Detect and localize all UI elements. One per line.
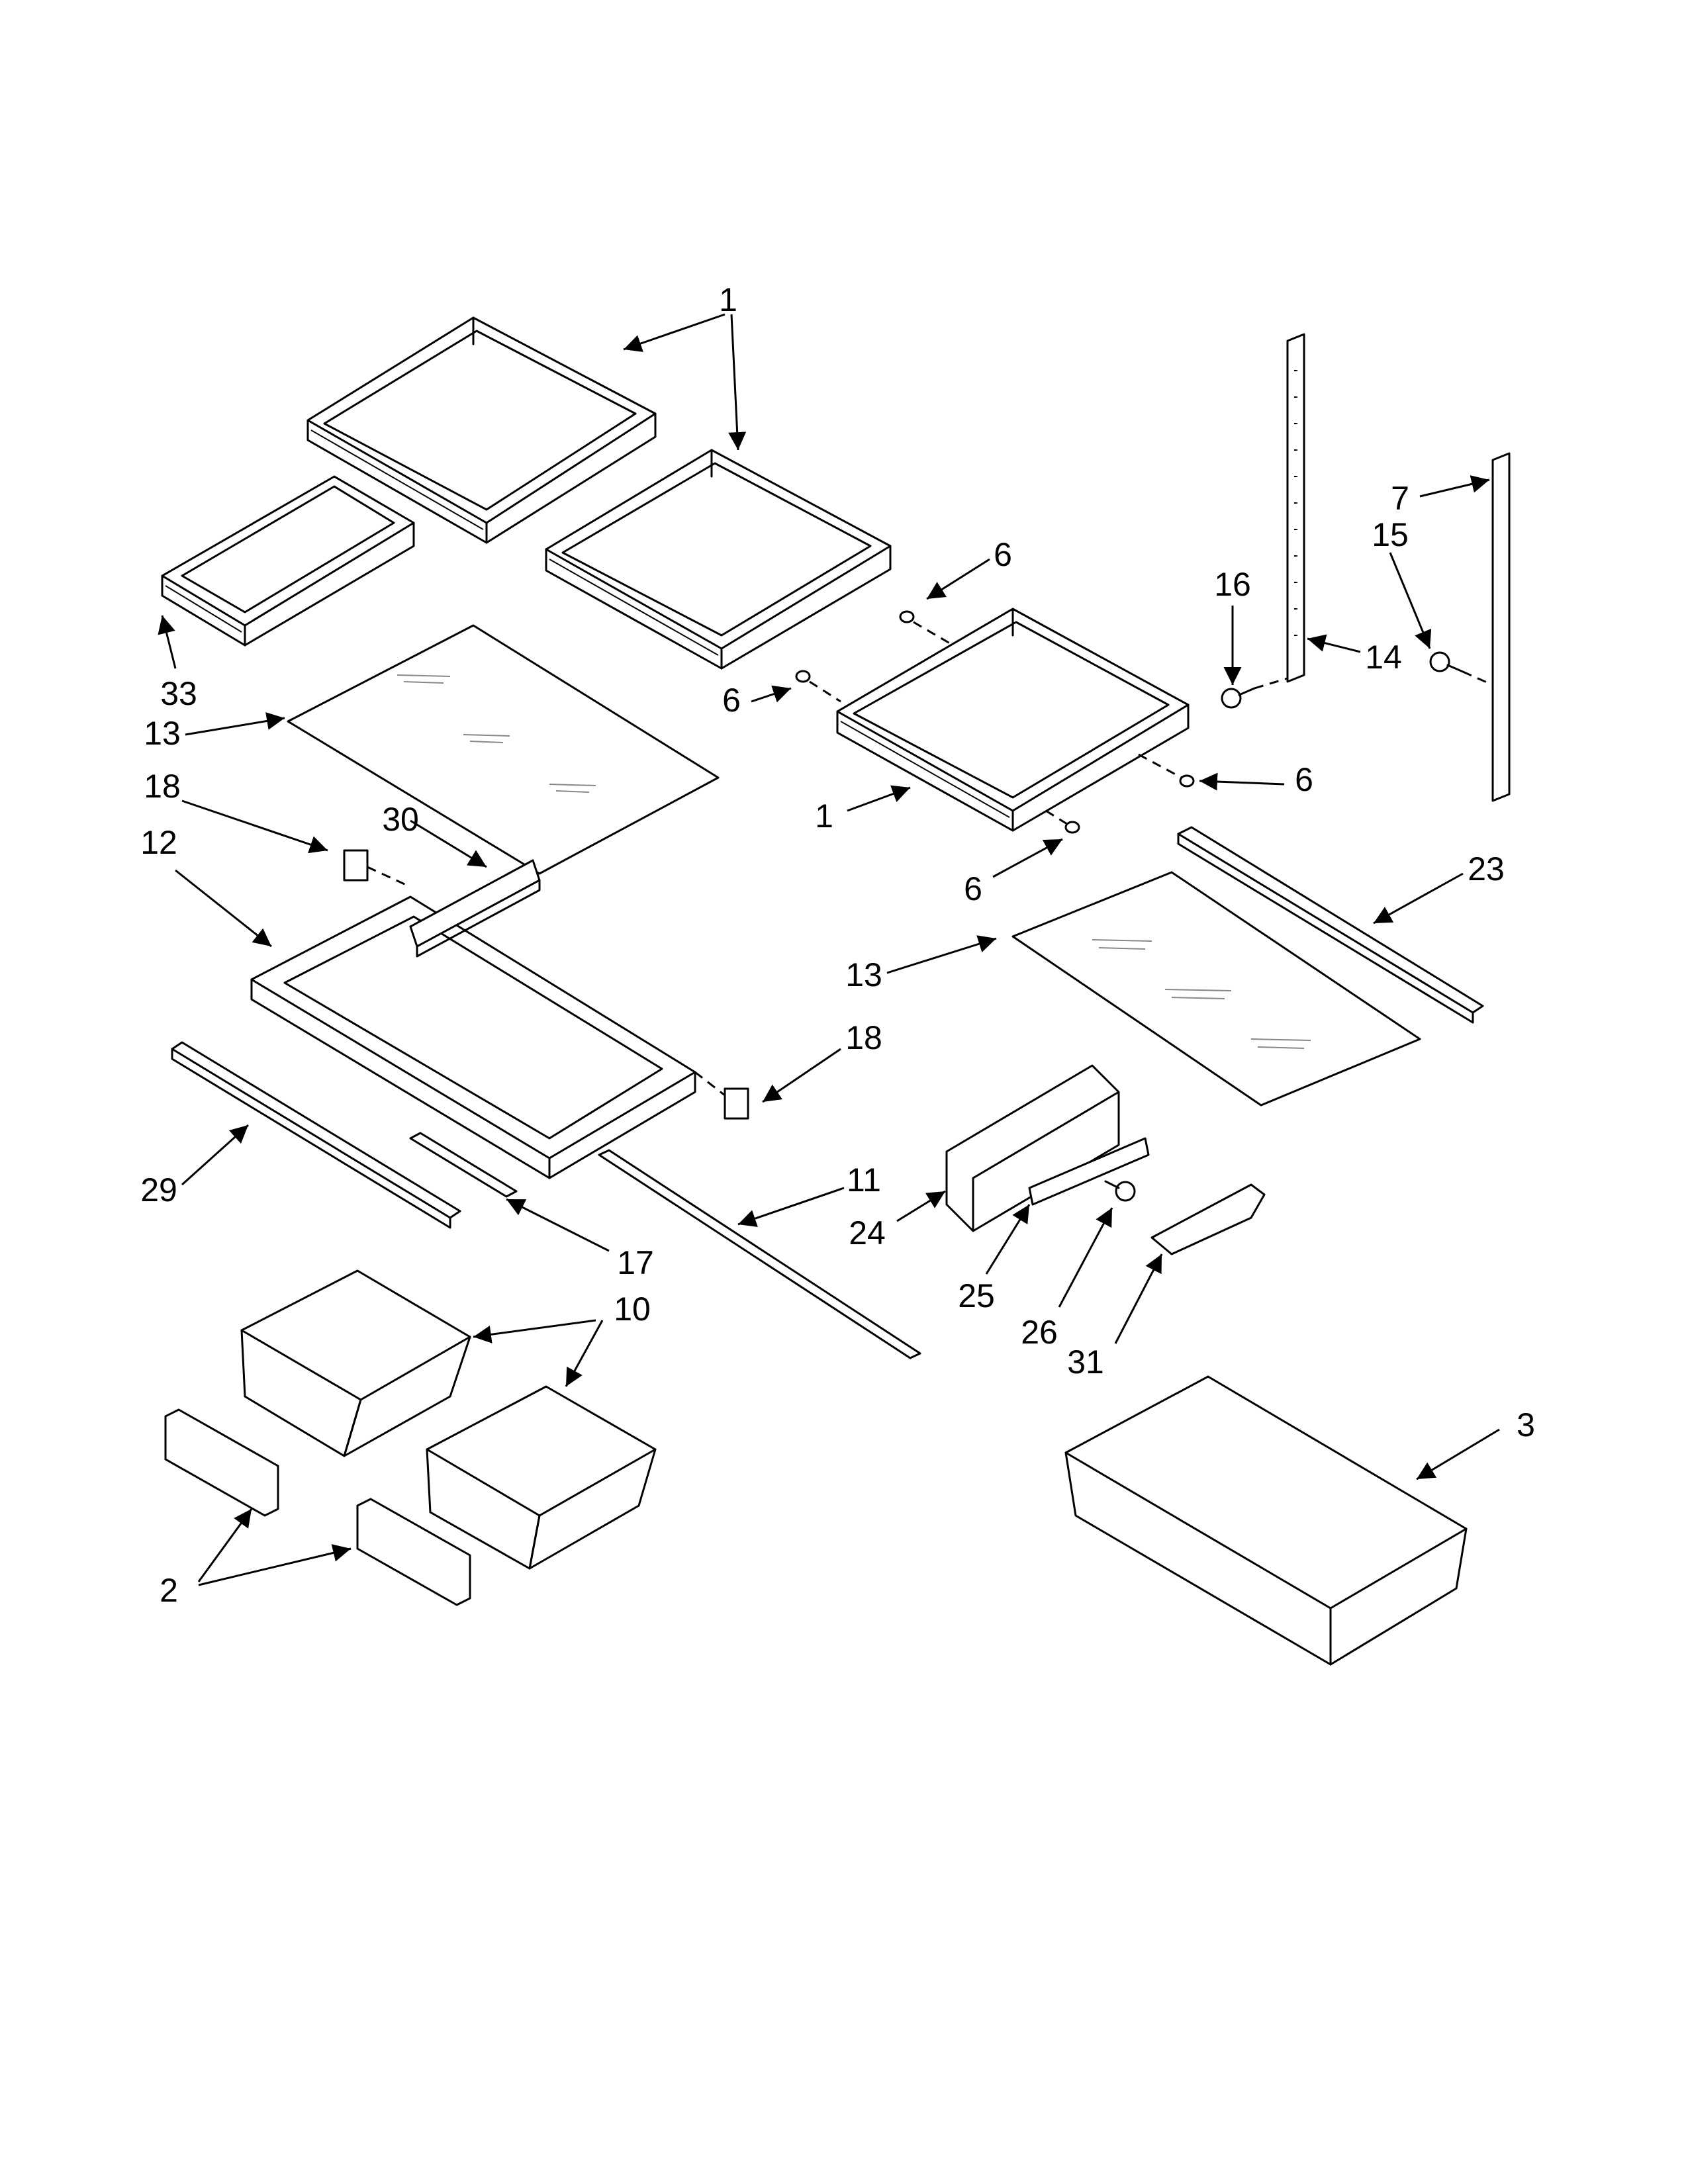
bracket-25 (1028, 1137, 1150, 1206)
callout-3: 3 (1517, 1406, 1535, 1443)
callout-11: 11 (847, 1161, 881, 1199)
callout-13-right: 13 (845, 956, 882, 993)
insulation-31 (1150, 1183, 1266, 1255)
leader-arrows (158, 313, 1500, 1586)
screw-6-top (899, 610, 954, 647)
callout-18-right: 18 (845, 1019, 882, 1056)
shelf-1-right (836, 608, 1190, 832)
bracket-24 (945, 1064, 1120, 1232)
callout-16: 16 (1214, 566, 1251, 603)
callout-14: 14 (1365, 639, 1402, 676)
rod-11 (598, 1149, 921, 1359)
rail-7 (1491, 452, 1511, 802)
callout-7: 7 (1391, 480, 1409, 517)
callout-10: 10 (614, 1291, 651, 1328)
pan-3 (1064, 1375, 1468, 1666)
screw-15 (1429, 651, 1493, 686)
callout-1-top: 1 (719, 281, 737, 318)
callout-2: 2 (160, 1572, 178, 1609)
slide-30 (409, 859, 541, 958)
callout-6-right: 6 (1295, 761, 1313, 798)
shelf-1-upper (306, 316, 657, 544)
callout-18-left: 18 (144, 768, 181, 805)
callout-6-left: 6 (722, 682, 741, 719)
callout-31: 31 (1067, 1343, 1104, 1381)
callout-17: 17 (617, 1244, 654, 1281)
callout-6-bottom: 6 (964, 870, 982, 907)
screw-6-left (795, 670, 841, 703)
screw-6-bottom (1045, 809, 1080, 834)
callout-12: 12 (140, 824, 177, 861)
bracket-17 (409, 1132, 518, 1198)
callout-26: 26 (1021, 1314, 1058, 1351)
screw-6-right (1138, 753, 1195, 788)
rail-14 (1286, 333, 1305, 683)
glass-shelf-13-left (287, 624, 720, 875)
callout-30: 30 (382, 801, 419, 838)
callout-6-top: 6 (994, 536, 1012, 573)
trim-23 (1177, 826, 1484, 1024)
screw-16 (1221, 677, 1288, 709)
shelf-1-middle (545, 449, 892, 670)
callout-33: 33 (160, 675, 197, 712)
screw-26 (1104, 1180, 1136, 1202)
glass-shelf-13-right (1011, 871, 1421, 1107)
callout-1-right: 1 (815, 797, 833, 835)
callout-29: 29 (140, 1171, 177, 1208)
callout-13-left: 13 (144, 715, 181, 752)
clip-18-right (694, 1071, 749, 1120)
trim-29 (171, 1041, 461, 1229)
shelf-33-narrow (161, 475, 415, 647)
drawer-front-2-right (356, 1498, 471, 1606)
callout-23: 23 (1468, 850, 1505, 887)
callout-25: 25 (958, 1277, 995, 1314)
crisper-drawer-10-right (426, 1385, 657, 1570)
drawer-front-2-left (164, 1408, 279, 1517)
callout-15: 15 (1372, 516, 1409, 553)
crisper-drawer-10-left (240, 1269, 471, 1457)
clip-18-left (343, 849, 411, 888)
callout-24: 24 (849, 1214, 886, 1251)
